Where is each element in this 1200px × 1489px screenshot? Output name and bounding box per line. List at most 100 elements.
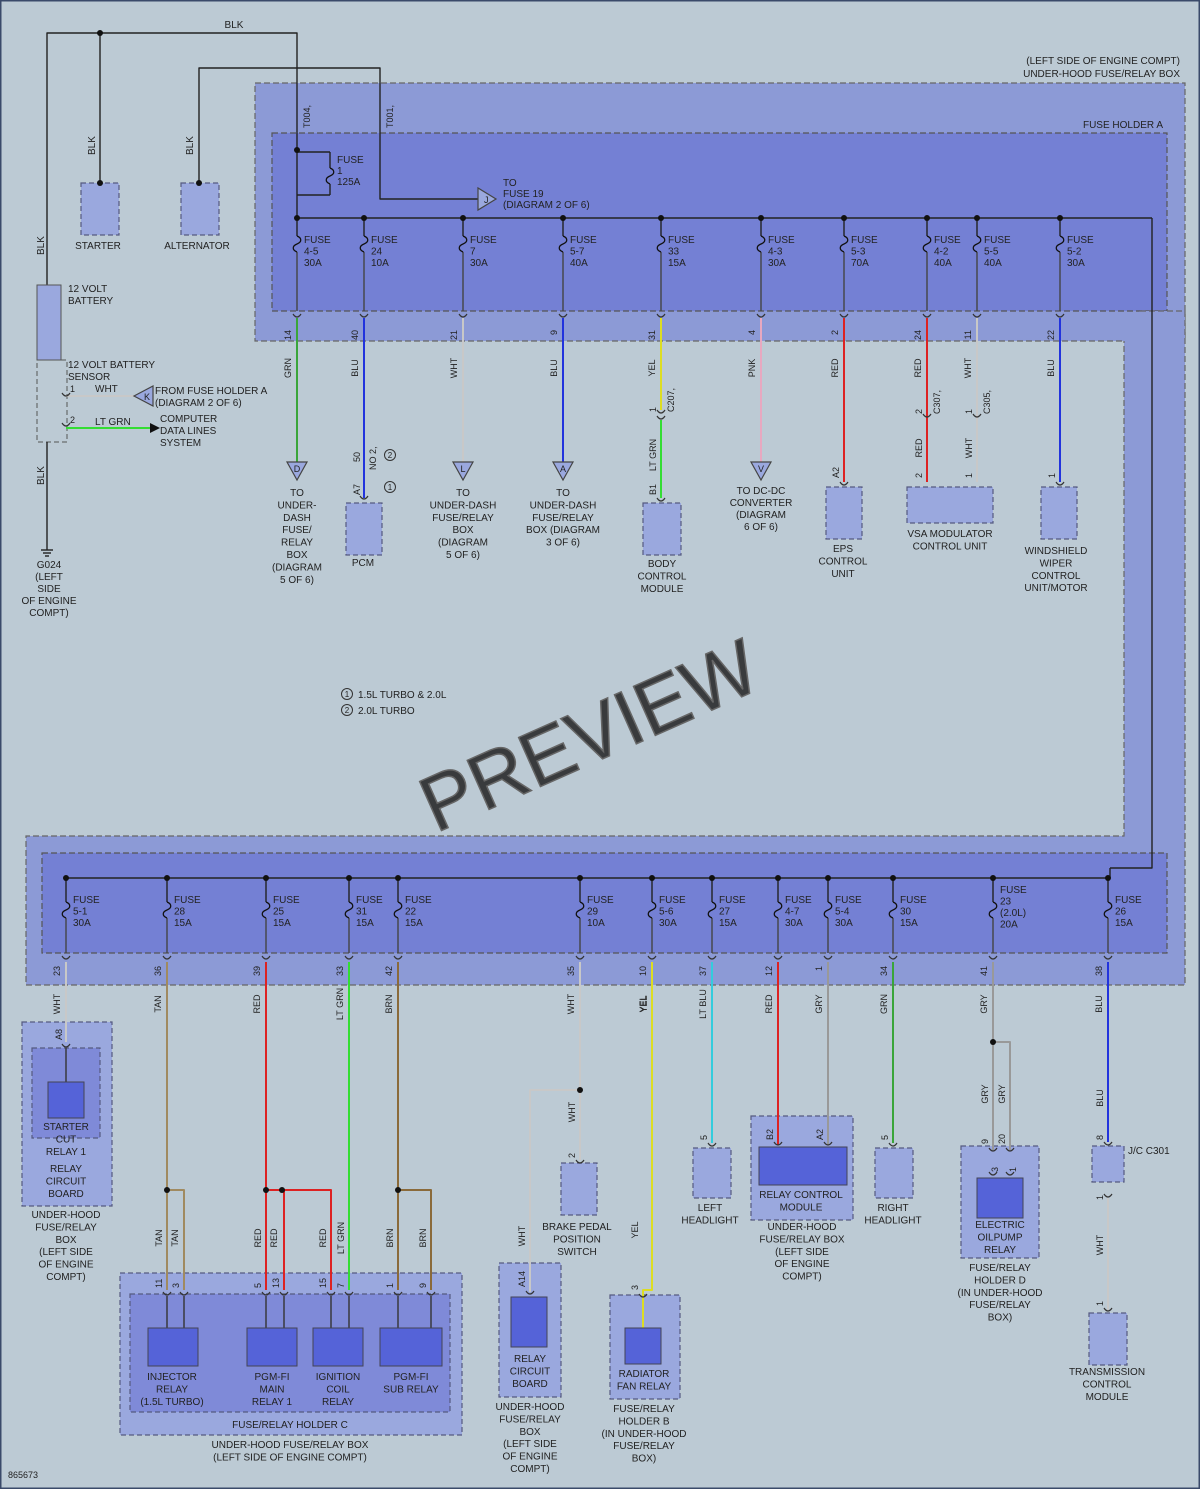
fuse-c-icon-8 (773, 901, 783, 919)
box-title-line2: UNDER-HOOD FUSE/RELAY BOX (1023, 69, 1180, 80)
fuse-a-label-0: FUSE (304, 235, 331, 246)
rcm-icon (758, 1146, 848, 1186)
brn-splice (395, 1187, 401, 1193)
eop-pin-9: 9 (980, 1139, 990, 1144)
relay-label-1: RELAY 1 (252, 1397, 293, 1408)
uh-box-label-1: BOX (55, 1235, 76, 1246)
fuse-a-pin-3: 9 (549, 330, 559, 335)
fuse-holder-a-label: FUSE HOLDER A (1083, 120, 1163, 131)
fuse-c-label-3: 15A (356, 918, 374, 929)
bus-c-dot (709, 875, 715, 881)
fuse-c-pin-4: 42 (384, 966, 394, 976)
fuse-a-pin-1: 40 (350, 330, 360, 340)
rcb2-label: CIRCUIT (510, 1366, 551, 1377)
wiper-terminal (1055, 481, 1065, 486)
wiper-label: UNIT/MOTOR (1024, 583, 1087, 594)
to-underdash-a: FUSE/RELAY (532, 513, 594, 524)
fuse-a-terminal-9 (1055, 313, 1065, 318)
holder-splice (294, 147, 300, 153)
brake-label: SWITCH (557, 1247, 596, 1258)
sensor-pin1 (61, 392, 71, 397)
connector-letter: V (758, 464, 764, 474)
fuse-a-label-3: 40A (570, 258, 588, 269)
fuse-c-wire-label-9: GRY (814, 994, 824, 1013)
fuse-a-label-3: 5-7 (570, 247, 585, 258)
relay-label-2: COIL (326, 1384, 350, 1395)
fuse-c-label-10: 15A (900, 918, 918, 929)
to-underdash-d: (DIAGRAM (272, 562, 322, 573)
bus-c-dot (990, 875, 996, 881)
t001-wire (198, 67, 478, 200)
fuse-a-pin-4: 31 (647, 330, 657, 340)
eop-terminal-9 (988, 1147, 998, 1152)
from-fuse-holder-label: (DIAGRAM 2 OF 6) (155, 398, 242, 409)
fuse-c-label-6: 30A (659, 918, 677, 929)
fuse-c-label-1: 28 (174, 907, 186, 918)
blk-label-alt: BLK (185, 136, 196, 155)
fuse-a-label-2: 7 (470, 247, 476, 258)
fuse-c-terminal-1 (162, 955, 172, 960)
relay-label-2: RELAY (322, 1397, 354, 1408)
bus-c-dot (577, 875, 583, 881)
red-label-1: RED (253, 1228, 263, 1248)
uh-box-label-2: (LEFT SIDE (503, 1439, 557, 1450)
fuse-c-wire-label-10: GRN (879, 994, 889, 1014)
to-underdash-d: FUSE/ (282, 525, 312, 536)
eop-label: RELAY (984, 1245, 1016, 1256)
fuse-c-label-3: FUSE (356, 895, 383, 906)
fuse-c-pin-10: 34 (879, 966, 889, 976)
fuse-a-pin-8: 11 (963, 330, 973, 339)
holder-c-box-label: (LEFT SIDE OF ENGINE COMPT) (213, 1452, 367, 1463)
fuse-c-terminal-8 (773, 955, 783, 960)
blk-label-ground: BLK (36, 466, 47, 485)
fuse-c-icon-11 (988, 901, 998, 919)
wire-tan (166, 962, 185, 1290)
to-dcdc-label: TO DC-DC (737, 486, 786, 497)
fuse-a-icon-4 (656, 235, 666, 253)
relay-icon-3 (379, 1327, 443, 1367)
connector-l (451, 461, 475, 482)
to-underdash-l: TO (456, 488, 470, 499)
battery-label: BATTERY (68, 296, 114, 307)
fuse-c-terminal-11 (988, 955, 998, 960)
fuse-a-label-4: 15A (668, 258, 686, 269)
fuse-c-label-2: FUSE (273, 895, 300, 906)
fuse-a-label-9: 5-2 (1067, 247, 1082, 258)
relay-icon-2 (312, 1327, 364, 1367)
bus-dot (560, 215, 566, 221)
fuse-c-label-8: 4-7 (785, 907, 800, 918)
fuse-c-label-0: 5-1 (73, 907, 88, 918)
brn-label-1: BRN (385, 1228, 395, 1247)
wire-gry-eop-b (993, 1041, 1011, 1150)
fuse-a-pin-9: 22 (1046, 330, 1056, 340)
red-label-3: RED (318, 1228, 328, 1248)
lh-pin: 5 (699, 1135, 709, 1140)
connector-v (749, 461, 773, 482)
to-underdash-a: 3 OF 6) (546, 538, 580, 549)
holder-b-label: HOLDER B (618, 1416, 669, 1427)
connector-letter: L (460, 464, 465, 474)
relay-icon-1 (246, 1327, 298, 1367)
fuse-c-terminal-0 (61, 955, 71, 960)
ground-label: COMPT) (29, 608, 68, 619)
lh-box (692, 1147, 732, 1199)
rcm-terminal-b2 (773, 1141, 783, 1146)
fuse-a-wire-label-0: GRN (283, 358, 293, 378)
fuse-c-pin-6: 10 (638, 966, 648, 976)
vsa-box (906, 486, 994, 524)
wiper-label: WIPER (1040, 558, 1073, 569)
fuse-c-label-6: FUSE (659, 895, 686, 906)
eop-terminal-1 (1005, 1171, 1015, 1176)
bus-dot (924, 215, 930, 221)
relay-label-1: PGM-FI (255, 1372, 290, 1383)
bus-dot (658, 215, 664, 221)
fuse-a-label-1: 10A (371, 258, 389, 269)
fuse-a-icon-8 (972, 235, 982, 253)
fuse-c-terminal-9 (823, 955, 833, 960)
relay-terminal-1 (179, 1291, 189, 1296)
yel-label-bottom: YEL (630, 1221, 640, 1238)
wire-yel-rad (642, 962, 653, 1330)
eop-label: ELECTRIC (975, 1220, 1024, 1231)
fuse-c-pin-11: 41 (979, 966, 989, 976)
rcb2-label: RELAY (514, 1354, 546, 1365)
